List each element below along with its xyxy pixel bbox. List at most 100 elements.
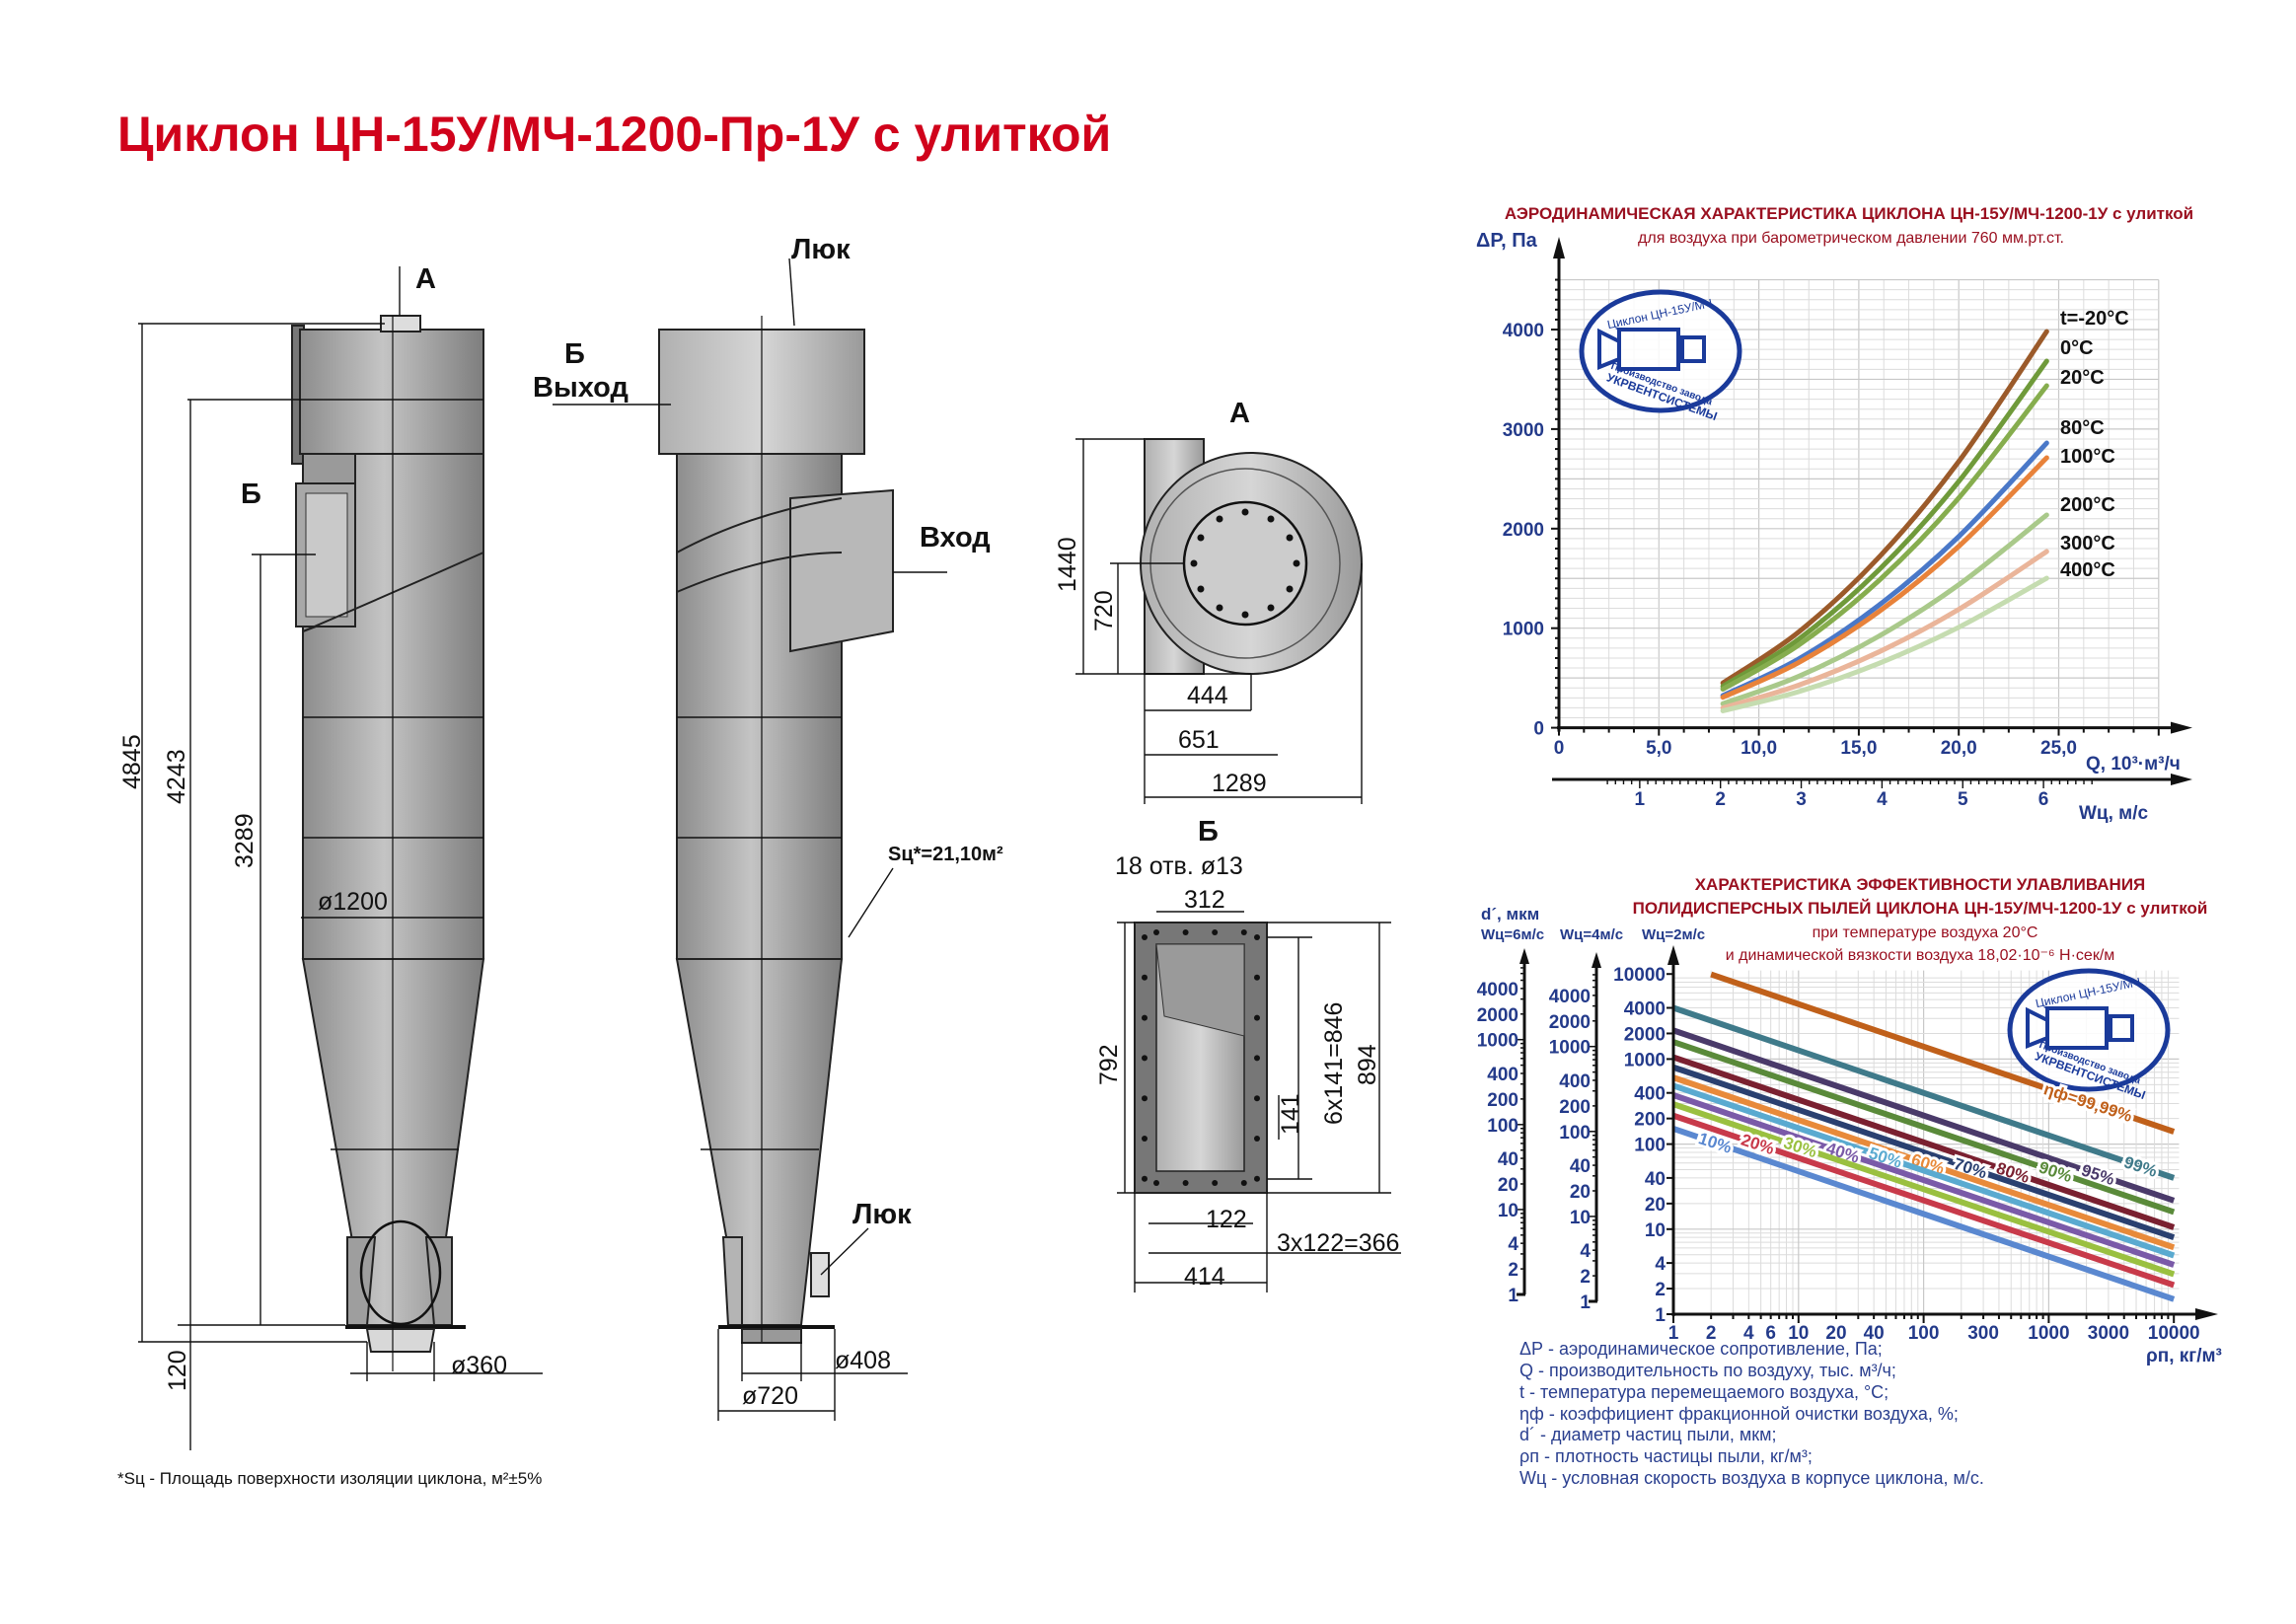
- bolt-hole: [1153, 929, 1159, 935]
- side-y-tick-label: 20: [1570, 1182, 1591, 1203]
- symbol-legend: ΔР - аэродинамическое сопротивление, Па;…: [1519, 1339, 1984, 1488]
- x-tick-label: 20: [1825, 1323, 1846, 1344]
- side-y-tick-label: 10: [1570, 1208, 1591, 1228]
- bolt-hole: [1190, 559, 1198, 567]
- series-label: 20°C: [2060, 367, 2105, 389]
- x-tick-label: 2: [1706, 1323, 1717, 1344]
- view-a-title: А: [1229, 398, 1250, 429]
- bolt-hole: [1212, 929, 1219, 935]
- bolt-hole: [1240, 929, 1247, 935]
- legend-line: Wц - условная скорость воздуха в корпусе…: [1519, 1468, 1984, 1488]
- legend-line: t - температура перемещаемого воздуха, °…: [1519, 1382, 1889, 1402]
- bolt-hole: [1182, 929, 1189, 935]
- bolt-hole: [1197, 534, 1205, 542]
- x-tick-label: 25,0: [2040, 738, 2077, 759]
- legend-line: ηф - коэффициент фракционной очистки воз…: [1519, 1404, 1959, 1424]
- chart-title: АЭРОДИНАМИЧЕСКАЯ ХАРАКТЕРИСТИКА ЦИКЛОНА …: [1505, 204, 2193, 223]
- view-b-dim-414: 414: [1184, 1263, 1225, 1291]
- bolt-hole: [1267, 515, 1275, 523]
- view-a-dim-444: 444: [1187, 682, 1228, 709]
- bolt-hole: [1182, 1180, 1189, 1186]
- series-label: 200°C: [2060, 494, 2115, 516]
- y-tick-label: 100: [1634, 1136, 1666, 1156]
- x-tick-label: 0: [1554, 738, 1565, 759]
- side-y-tick-label: 40: [1498, 1149, 1518, 1170]
- axis-label-w2: Wц=2м/с: [1642, 926, 1705, 943]
- x2-tick-label: 6: [2038, 789, 2049, 810]
- dim-outlet-height: 4243: [163, 749, 190, 804]
- x-tick-label: 10000: [2148, 1323, 2200, 1344]
- x2-tick-label: 5: [1958, 789, 1968, 810]
- series-line: [1672, 1064, 2176, 1240]
- bolt-hole: [1254, 974, 1260, 981]
- side-y-tick-label: 4000: [1549, 987, 1591, 1007]
- bolt-hole: [1241, 611, 1249, 619]
- y-tick-label: 1000: [1624, 1050, 1666, 1070]
- view-b-dim-366: 3x122=366: [1277, 1229, 1399, 1257]
- series-line: [1720, 512, 2049, 706]
- side-y-tick-label: 4: [1508, 1234, 1518, 1255]
- stamp-box-icon: [1680, 335, 1706, 363]
- dim-skirt-diameter: ø720: [742, 1382, 798, 1410]
- bolt-hole: [1254, 1136, 1260, 1142]
- series-label: 300°C: [2060, 533, 2115, 554]
- page-title: Циклон ЦН-15У/МЧ-1200-Пр-1У с улиткой: [117, 107, 1111, 162]
- y-tick-label: 2000: [1624, 1024, 1666, 1045]
- y-axis-label: d´, мкм: [1481, 905, 1539, 923]
- series-line: [1720, 358, 2049, 690]
- bolt-hole: [1153, 1180, 1159, 1186]
- hatch-bottom-label: Люк: [852, 1199, 912, 1230]
- side-y-axis-arrow: [1592, 952, 1601, 968]
- bolt-hole: [1142, 1055, 1148, 1062]
- x2-tick-label: 2: [1715, 789, 1726, 810]
- axis-label-w4: Wц=4м/с: [1560, 926, 1623, 943]
- dim-outlet-diameter: ø360: [451, 1352, 507, 1379]
- series-line: [1672, 1074, 2176, 1251]
- bolt-hole: [1142, 1095, 1148, 1102]
- side-y-tick-label: 200: [1559, 1097, 1591, 1118]
- bolt-hole: [1254, 1055, 1260, 1062]
- view-b-holes: 18 отв. ø13: [1115, 852, 1243, 880]
- series-label: 400°C: [2060, 559, 2115, 581]
- side-y-tick-label: 4: [1580, 1241, 1591, 1262]
- series-line: [1672, 1004, 2176, 1181]
- bolt-hole: [1142, 934, 1148, 940]
- side-y-tick-label: 40: [1570, 1156, 1591, 1177]
- outlet-label: Выход: [533, 372, 629, 404]
- x-tick-label: 300: [1967, 1323, 1999, 1344]
- series-label: 0°C: [2060, 337, 2094, 359]
- x-tick-label: 100: [1908, 1323, 1940, 1344]
- x-tick-label: 1: [1668, 1323, 1679, 1344]
- y-tick-label: 3000: [1503, 420, 1544, 441]
- bolt-hole: [1254, 1014, 1260, 1021]
- chart-subtitle: при температуре воздуха 20°С: [1813, 924, 2038, 941]
- series-line: [1720, 329, 2049, 686]
- x-tick-label: 1000: [2028, 1323, 2069, 1344]
- chart-subtitle: для воздуха при барометрическом давлении…: [1638, 230, 2064, 247]
- side-y-tick-label: 100: [1487, 1116, 1518, 1137]
- stamp-ellipse: [2007, 968, 2171, 1092]
- bolt-hole: [1254, 934, 1260, 940]
- y-tick-label: 10: [1645, 1220, 1666, 1241]
- side-y-tick-label: 1000: [1549, 1038, 1591, 1059]
- chart-subtitle-line2: и динамической вязкости воздуха 18,02·10…: [1726, 947, 2115, 964]
- x2-axis-arrow: [2171, 774, 2192, 785]
- x-tick-label: 20,0: [1941, 738, 1977, 759]
- x-tick-label: 6: [1765, 1323, 1776, 1344]
- front-view-dimensions: 4845 4243 3289 120 ø1200 ø360 А Б: [118, 263, 543, 1450]
- dim-inlet-height: 3289: [231, 813, 259, 868]
- side-y-tick-label: 200: [1487, 1090, 1518, 1111]
- dim-total-height: 4845: [118, 734, 146, 789]
- view-b-dim-312: 312: [1184, 886, 1225, 914]
- series-line: [1672, 1126, 2176, 1302]
- bolt-hole: [1142, 1136, 1148, 1142]
- series-line: [1672, 1027, 2176, 1204]
- side-y-tick-label: 4000: [1477, 980, 1518, 1000]
- y-tick-label: 4000: [1503, 321, 1544, 341]
- y-tick-label: 20: [1645, 1195, 1666, 1216]
